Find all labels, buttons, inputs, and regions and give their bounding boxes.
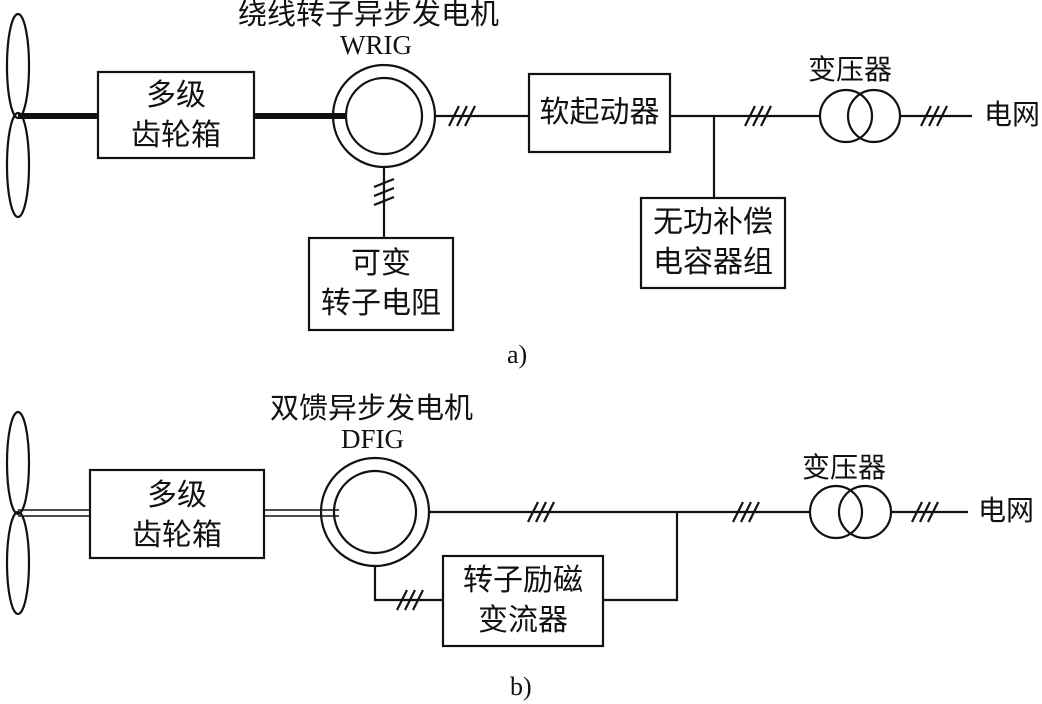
transformer-label-b: 变压器 [802, 451, 887, 484]
blade-upper-b [5, 410, 31, 516]
resistor-line2-a: 转子电阻 [321, 286, 441, 321]
gearbox-line2-a: 齿轮箱 [131, 118, 221, 153]
three-phase-mark-b1 [527, 501, 555, 523]
capacitor-label-a: 无功补偿 电容器组 [641, 203, 785, 283]
three-phase-mark-a1 [448, 105, 476, 127]
transformer-coil-left-a [818, 88, 874, 144]
diagram-a [5, 12, 972, 332]
generator-outer-ring-b [319, 456, 431, 568]
generator-abbr-b: DFIG [341, 424, 405, 454]
three-phase-mark-b3 [396, 589, 424, 611]
transformer-coil-right-a [846, 88, 902, 144]
converter-line1-b: 转子励磁 [463, 563, 583, 598]
three-phase-mark-a2 [373, 177, 395, 207]
transformer-label-a: 变压器 [808, 53, 893, 86]
transformer-coil-left-b [808, 484, 864, 540]
resistor-box-a [307, 236, 455, 332]
grid-label-b: 电网 [978, 494, 1035, 527]
line-rotor-converter-b [373, 566, 443, 602]
resistor-line1-a: 可变 [351, 246, 411, 281]
three-phase-mark-b4 [911, 501, 939, 523]
gearbox-label-a: 多级 齿轮箱 [98, 76, 254, 156]
converter-line2-b: 变流器 [478, 603, 568, 638]
three-phase-mark-a4 [920, 105, 948, 127]
capacitor-line2-a: 电容器组 [653, 245, 773, 280]
gearbox-line1-b: 多级 [147, 478, 207, 513]
capacitor-box-a [639, 196, 787, 290]
softstarter-label-a: 软起动器 [539, 95, 660, 130]
gearbox-line2-b: 齿轮箱 [132, 518, 222, 553]
blade-lower-b [5, 510, 31, 616]
gearbox-label-b: 多级 齿轮箱 [90, 476, 264, 556]
converter-label-b: 转子励磁 变流器 [443, 561, 603, 641]
generator-inner-ring-a [344, 76, 424, 156]
gearbox-box-b [88, 468, 266, 560]
caption-a: a) [507, 340, 528, 369]
generator-name-a: 绕线转子异步发电机 [238, 0, 500, 31]
resistor-label-a: 可变 转子电阻 [309, 244, 453, 324]
caption-b: b) [510, 672, 532, 701]
transformer-coil-right-b [837, 484, 893, 540]
blade-upper-a [5, 12, 31, 120]
three-phase-mark-a3 [744, 105, 772, 127]
softstarter-box-a [527, 72, 672, 154]
three-phase-mark-b2 [732, 501, 760, 523]
gearbox-line1-a: 多级 [146, 78, 206, 113]
diagram-b [5, 410, 968, 648]
generator-outer-ring-a [331, 63, 437, 169]
line-converter-grid-b [603, 512, 679, 602]
blade-lower-a [5, 111, 31, 219]
capacitor-line1-a: 无功补偿 [653, 205, 773, 240]
generator-abbr-a: WRIG [340, 30, 412, 60]
grid-label-a: 电网 [984, 98, 1041, 131]
generator-name-b: 双馈异步发电机 [270, 391, 474, 425]
generator-inner-ring-b [332, 469, 418, 555]
